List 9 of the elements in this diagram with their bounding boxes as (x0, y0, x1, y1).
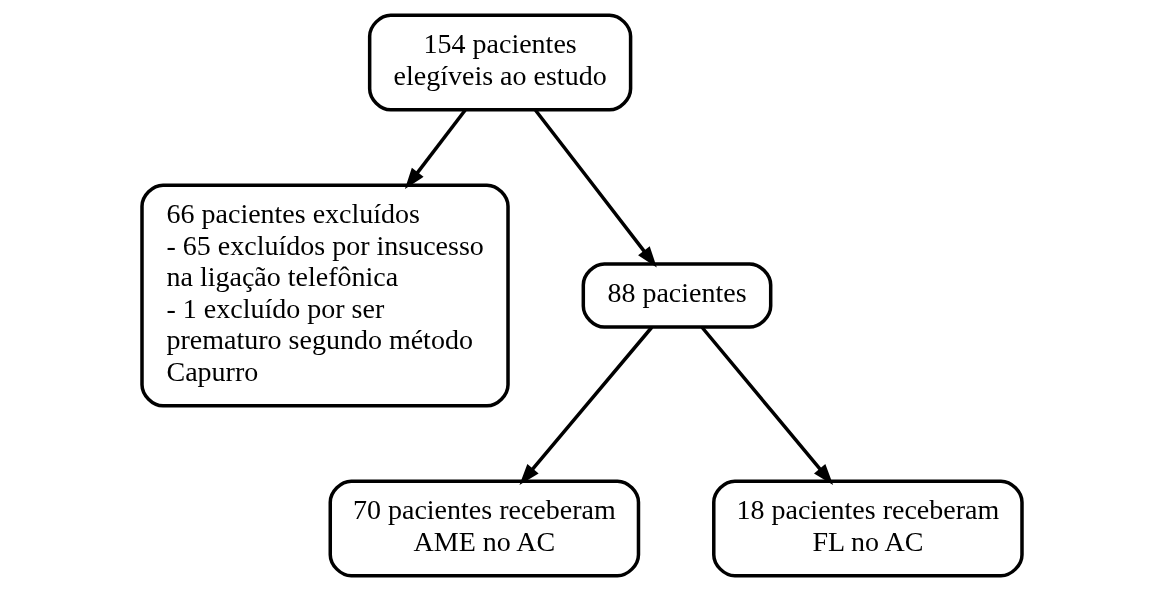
node-box: 66 pacientes excluídos - 65 excluídos por insucesso na ligação telefônica - 1 excluído por ser prematuro segundo método Capurro (139, 183, 510, 408)
arrow (518, 326, 653, 485)
arrow (700, 326, 833, 485)
arrow (404, 109, 466, 190)
node-box: 154 pacientes elegíveis ao estudo (367, 13, 632, 112)
arrow (533, 109, 657, 268)
node-box: 70 pacientes receberam AME no AC (328, 479, 640, 578)
node-box: 18 pacientes receberam FL no AC (711, 479, 1024, 578)
node-box: 88 pacientes (581, 262, 772, 329)
